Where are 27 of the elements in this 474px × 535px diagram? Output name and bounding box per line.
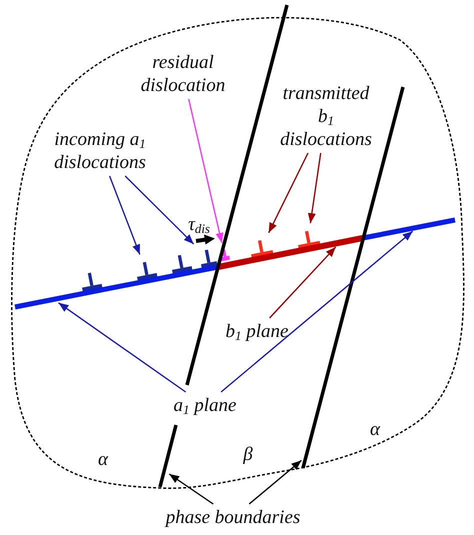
slip-plane-line xyxy=(362,218,456,240)
callout-text: incoming a$_{1}$ dislocations xyxy=(54,128,146,174)
leader-line xyxy=(168,473,214,505)
dislocation-symbol xyxy=(137,262,158,281)
leader-line xyxy=(268,152,309,234)
slip-plane-line xyxy=(14,264,218,310)
slip-plane-line xyxy=(217,235,364,270)
leader-line xyxy=(308,152,322,224)
dislocation-symbol xyxy=(298,230,320,250)
leader-line xyxy=(58,302,186,393)
phase-label: α xyxy=(98,448,108,471)
callout-text: b$_{1}$ plane xyxy=(226,320,288,343)
dislocation-symbol xyxy=(220,249,230,262)
callout-text: phase boundaries xyxy=(166,506,300,529)
callout-text: a$_{1}$ plane xyxy=(174,394,236,417)
dislocation-symbol xyxy=(251,240,274,258)
callout-text: residual dislocation xyxy=(140,51,226,97)
leader-line xyxy=(269,246,336,318)
leader-line xyxy=(124,176,194,245)
stress-label: τ$_{dis}$ xyxy=(188,213,210,236)
phase-label: β xyxy=(243,443,253,466)
leader-line xyxy=(248,460,302,504)
leader-line xyxy=(109,176,140,255)
phase-label: α xyxy=(370,418,380,441)
leader-line xyxy=(220,230,414,392)
callout-text: transmitted b$_{1}$ dislocations xyxy=(280,82,372,151)
leader-line xyxy=(188,98,224,244)
